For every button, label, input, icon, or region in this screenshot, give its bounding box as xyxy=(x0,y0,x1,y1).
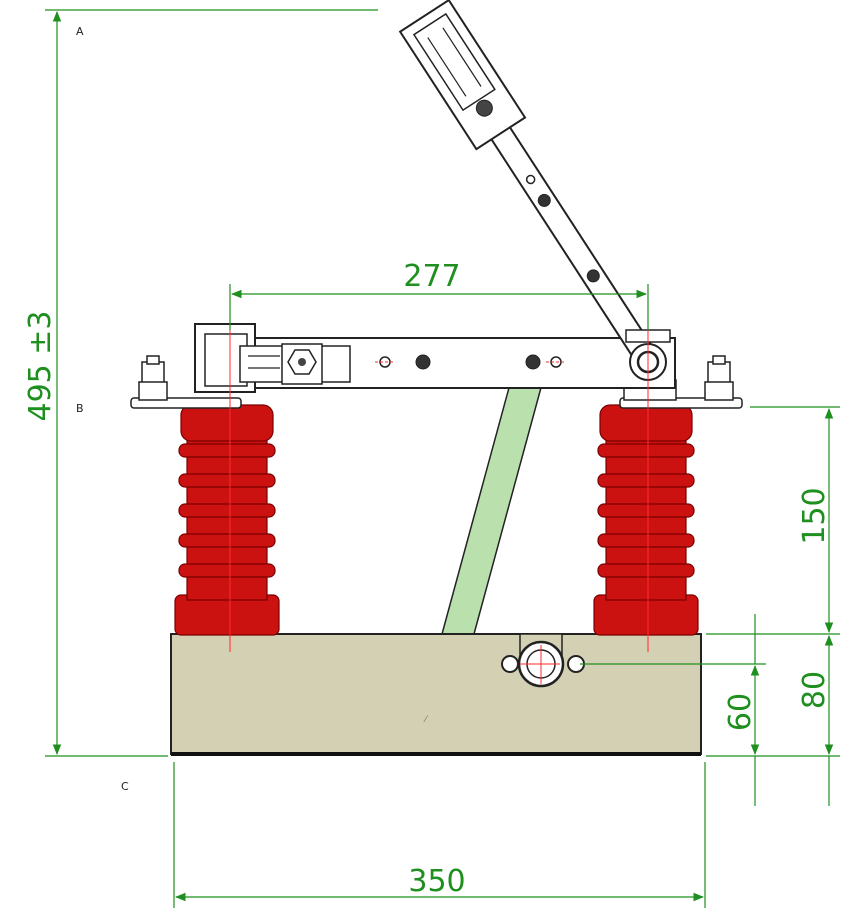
base-height-label: 80 xyxy=(797,671,832,709)
base-block: ⁄ xyxy=(170,633,702,756)
reference-label-c: C xyxy=(121,780,129,793)
overall-height-label: 495 ±3 xyxy=(23,310,58,421)
switch-blade xyxy=(398,0,664,376)
reference-label-b: B xyxy=(76,402,84,415)
base-width-label: 350 xyxy=(408,864,465,899)
operating-rod xyxy=(441,383,543,635)
contact-spacing-label: 277 xyxy=(403,259,460,294)
svg-text:⁄: ⁄ xyxy=(423,715,429,725)
left-terminal-hardware xyxy=(130,355,242,409)
centerlines xyxy=(229,300,649,684)
right-insulator xyxy=(593,404,699,636)
right-terminal-hardware xyxy=(619,355,743,409)
contact-bar xyxy=(194,323,676,393)
insulator-height-label: 150 xyxy=(797,487,832,544)
terminal-height-label: 60 xyxy=(723,693,758,731)
reference-label-a: A xyxy=(76,25,84,38)
left-insulator xyxy=(174,404,280,636)
